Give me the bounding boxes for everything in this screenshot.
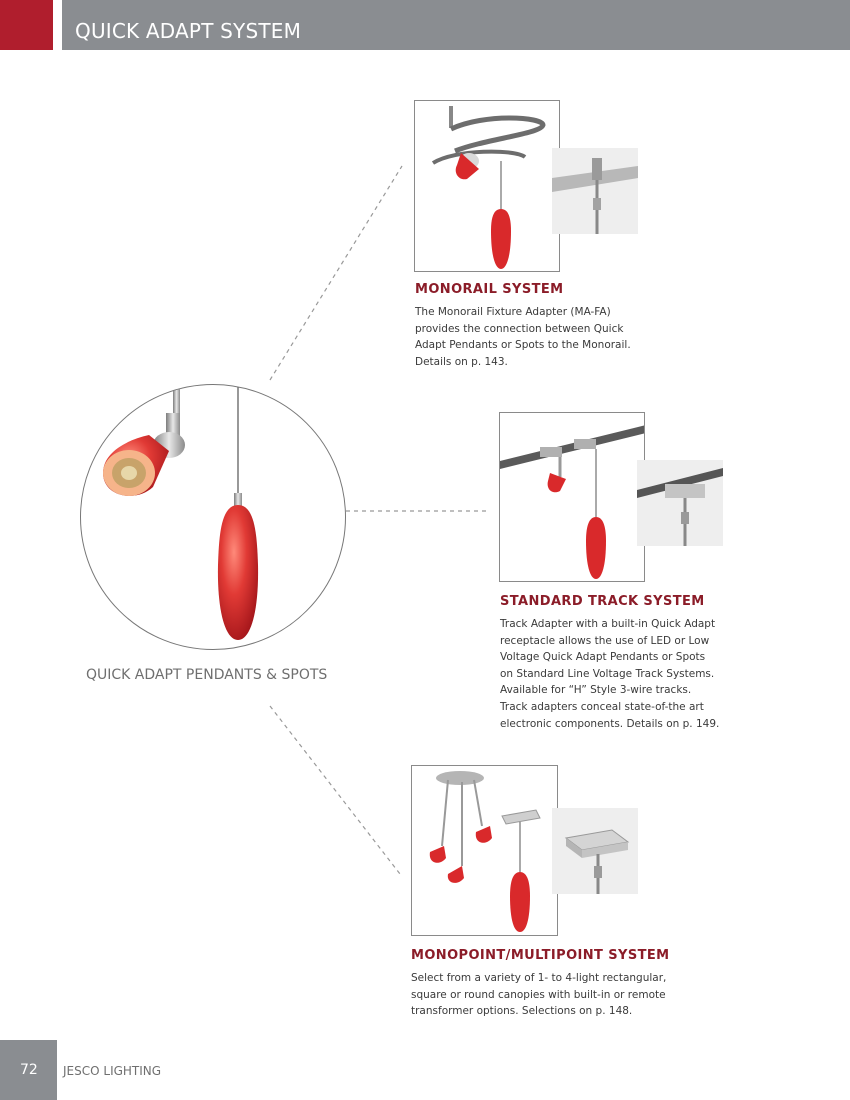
header-bar xyxy=(0,0,850,50)
track-adapter-inset xyxy=(637,460,723,546)
monorail-description: The Monorail Fixture Adapter (MA-FA) pro… xyxy=(415,304,631,370)
text-line: transformer options. Selections on p. 14… xyxy=(411,1005,633,1018)
text-line: receptacle allows the use of LED or Low xyxy=(500,634,710,647)
text-line: Track Adapter with a built-in Quick Adap… xyxy=(500,618,716,630)
hero-label: QUICK ADAPT PENDANTS & SPOTS xyxy=(86,667,328,683)
monorail-title: MONORAIL SYSTEM xyxy=(415,282,564,297)
track-product-photo xyxy=(499,412,645,582)
text-line: Details on p. 143. xyxy=(415,355,508,368)
footer-page-box xyxy=(0,1040,57,1100)
track-description: Track Adapter with a built-in Quick Adap… xyxy=(500,616,719,732)
page-title: QUICK ADAPT SYSTEM xyxy=(75,19,302,43)
connector-to-monopoint xyxy=(269,705,401,875)
text-line: Select from a variety of 1- to 4-light r… xyxy=(411,972,667,984)
monorail-product-photo xyxy=(414,100,560,272)
page-number: 72 xyxy=(20,1062,38,1078)
monopoint-title: MONOPOINT/MULTIPOINT SYSTEM xyxy=(411,948,670,963)
text-line: square or round canopies with built-in o… xyxy=(411,988,666,1001)
text-line: The Monorail Fixture Adapter (MA-FA) xyxy=(415,306,611,318)
text-line: electronic components. Details on p. 149… xyxy=(500,717,720,730)
monopoint-canopy-inset xyxy=(552,808,638,894)
text-line: Voltage Quick Adapt Pendants or Spots xyxy=(500,651,706,664)
header-accent-block xyxy=(0,0,53,50)
text-line: Available for “H” Style 3-wire tracks. xyxy=(500,684,692,697)
monopoint-description: Select from a variety of 1- to 4-light r… xyxy=(411,970,666,1020)
track-title: STANDARD TRACK SYSTEM xyxy=(500,594,705,609)
hero-product-image xyxy=(80,384,346,650)
text-line: Adapt Pendants or Spots to the Monorail. xyxy=(415,339,631,352)
header-divider xyxy=(53,0,62,50)
monopoint-product-photo xyxy=(411,765,558,936)
footer-brand: JESCO LIGHTING xyxy=(63,1064,162,1078)
text-line: Track adapters conceal state-of-the art xyxy=(500,700,704,713)
text-line: on Standard Line Voltage Track Systems. xyxy=(500,667,715,680)
connector-to-monorail xyxy=(269,165,403,381)
text-line: provides the connection between Quick xyxy=(415,322,624,335)
monorail-adapter-inset xyxy=(552,148,638,234)
